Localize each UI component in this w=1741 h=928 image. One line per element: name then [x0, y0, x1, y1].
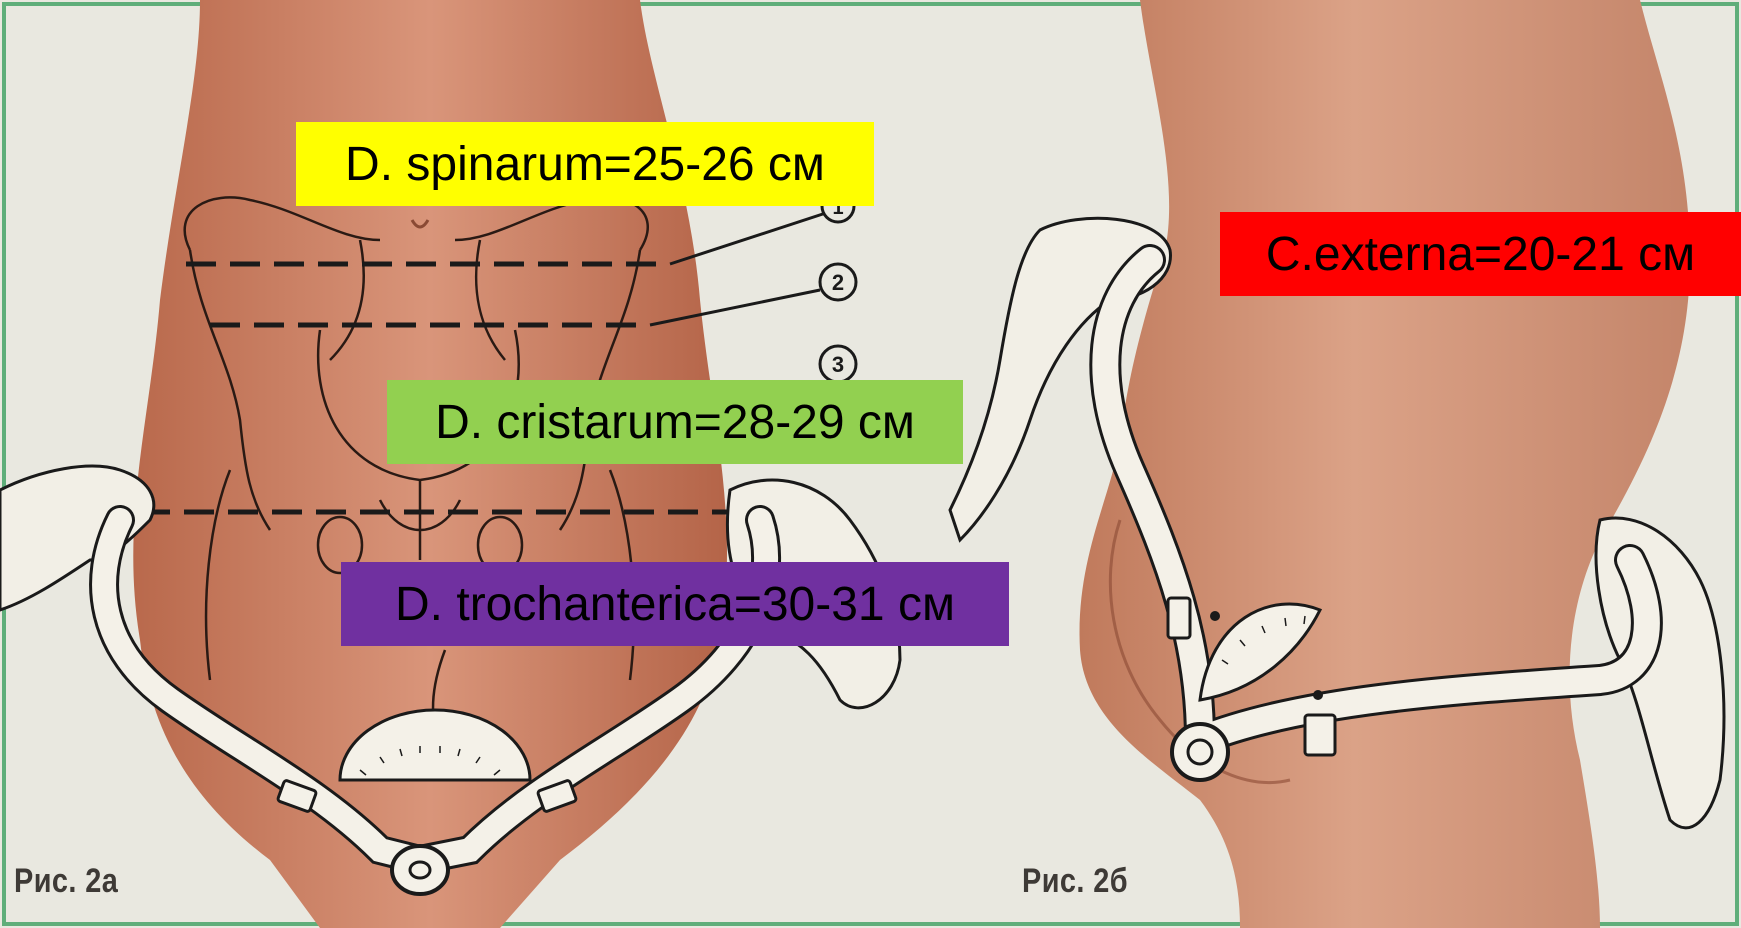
- label-distantia-cristarum: D. cristarum=28-29 см: [387, 380, 963, 464]
- figure-caption-left: Рис. 2а: [14, 862, 118, 901]
- label-distantia-spinarum: D. spinarum=25-26 см: [296, 122, 874, 206]
- label-distantia-trochanterica: D. trochanterica=30-31 см: [341, 562, 1009, 646]
- figure-caption-right: Рис. 2б: [1022, 862, 1128, 901]
- label-conjugata-externa: C.externa=20-21 см: [1220, 212, 1741, 296]
- marker-3-label: 3: [832, 352, 844, 377]
- marker-2-label: 2: [832, 270, 844, 295]
